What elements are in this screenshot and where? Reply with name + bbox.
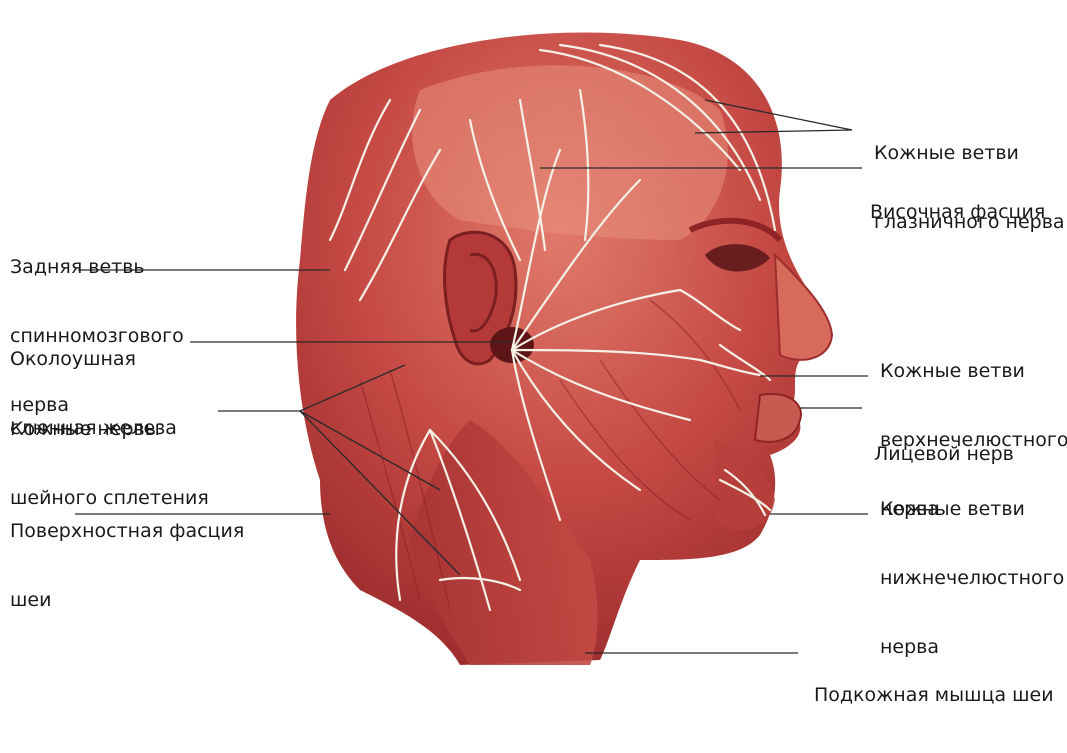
label-neck-fascia: Поверхностная фасция шеи (10, 474, 244, 658)
label-neck-fascia-line1: Поверхностная фасция (10, 520, 244, 543)
label-platysma-line1: Подкожная мышца шеи (814, 684, 1054, 707)
label-platysma: Подкожная мышца шеи (814, 638, 1054, 753)
label-temporal-fascia: Височная фасция (870, 155, 1045, 270)
label-parotid-line1: Околоушная (10, 348, 177, 371)
label-mandibular-branches-line1: Кожные ветви (880, 498, 1064, 521)
label-mandibular-branches-line2: нижнечелюстного (880, 567, 1064, 590)
label-maxillary-branches-line1: Кожные ветви (880, 360, 1067, 383)
label-posterior-spinal-line1: Задняя ветвь (10, 256, 184, 279)
label-cervical-nerves-line1: Кожные нервы (10, 418, 209, 441)
nose-shape (775, 255, 832, 360)
anatomy-diagram: Кожные ветви глазничного нерва Височная … (0, 0, 1067, 678)
label-temporal-fascia-line1: Височная фасция (870, 201, 1045, 224)
label-neck-fascia-line2: шеи (10, 589, 244, 612)
